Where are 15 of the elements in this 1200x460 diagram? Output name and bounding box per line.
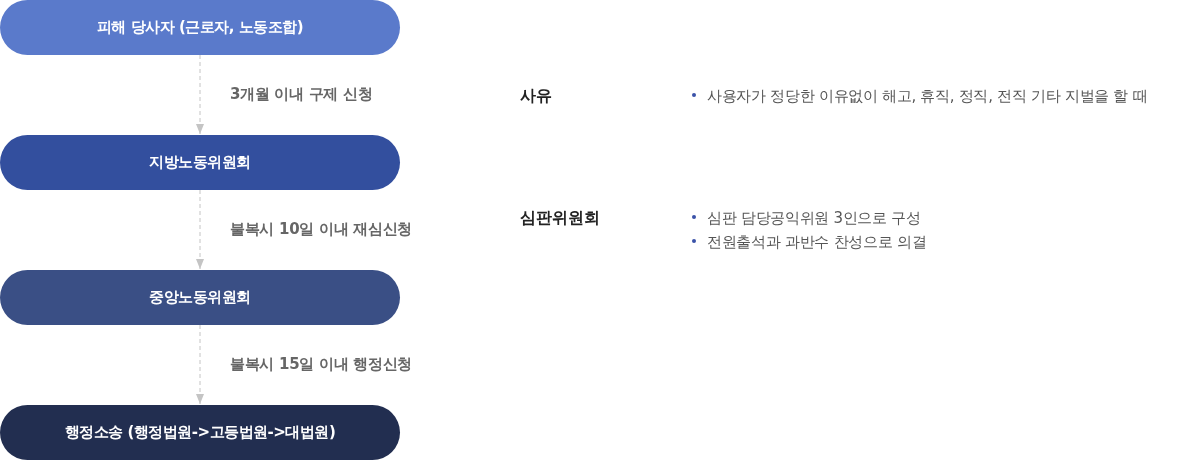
process-pill: 행정소송 (행정법원->고등법원->대법원) [0, 405, 400, 460]
bullet-text: 사용자가 정당한 이유없이 해고, 휴직, 정직, 전직 기타 지벌을 할 때 [707, 86, 1148, 106]
arrow [196, 189, 204, 270]
edge-label: 3개월 이내 구제 신청 [230, 84, 373, 103]
arrow [196, 324, 204, 405]
row-heading: 사유 [520, 85, 552, 107]
process-pill: 중앙노동위원회 [0, 270, 400, 325]
process-pill: 지방노동위원회 [0, 135, 400, 190]
edge-label: 불복시 10일 이내 재심신청 [230, 219, 413, 238]
edge-label: 불복시 15일 이내 행정신청 [230, 354, 413, 373]
bullet-text: 심판 담당공익위원 3인으로 구성 [707, 208, 921, 228]
arrow [196, 54, 204, 135]
process-pill: 피해 당사자 (근로자, 노동조합) [0, 0, 400, 55]
bullet-text: 전원출석과 과반수 찬성으로 의결 [707, 232, 927, 252]
row-heading: 심판위원회 [520, 207, 600, 229]
